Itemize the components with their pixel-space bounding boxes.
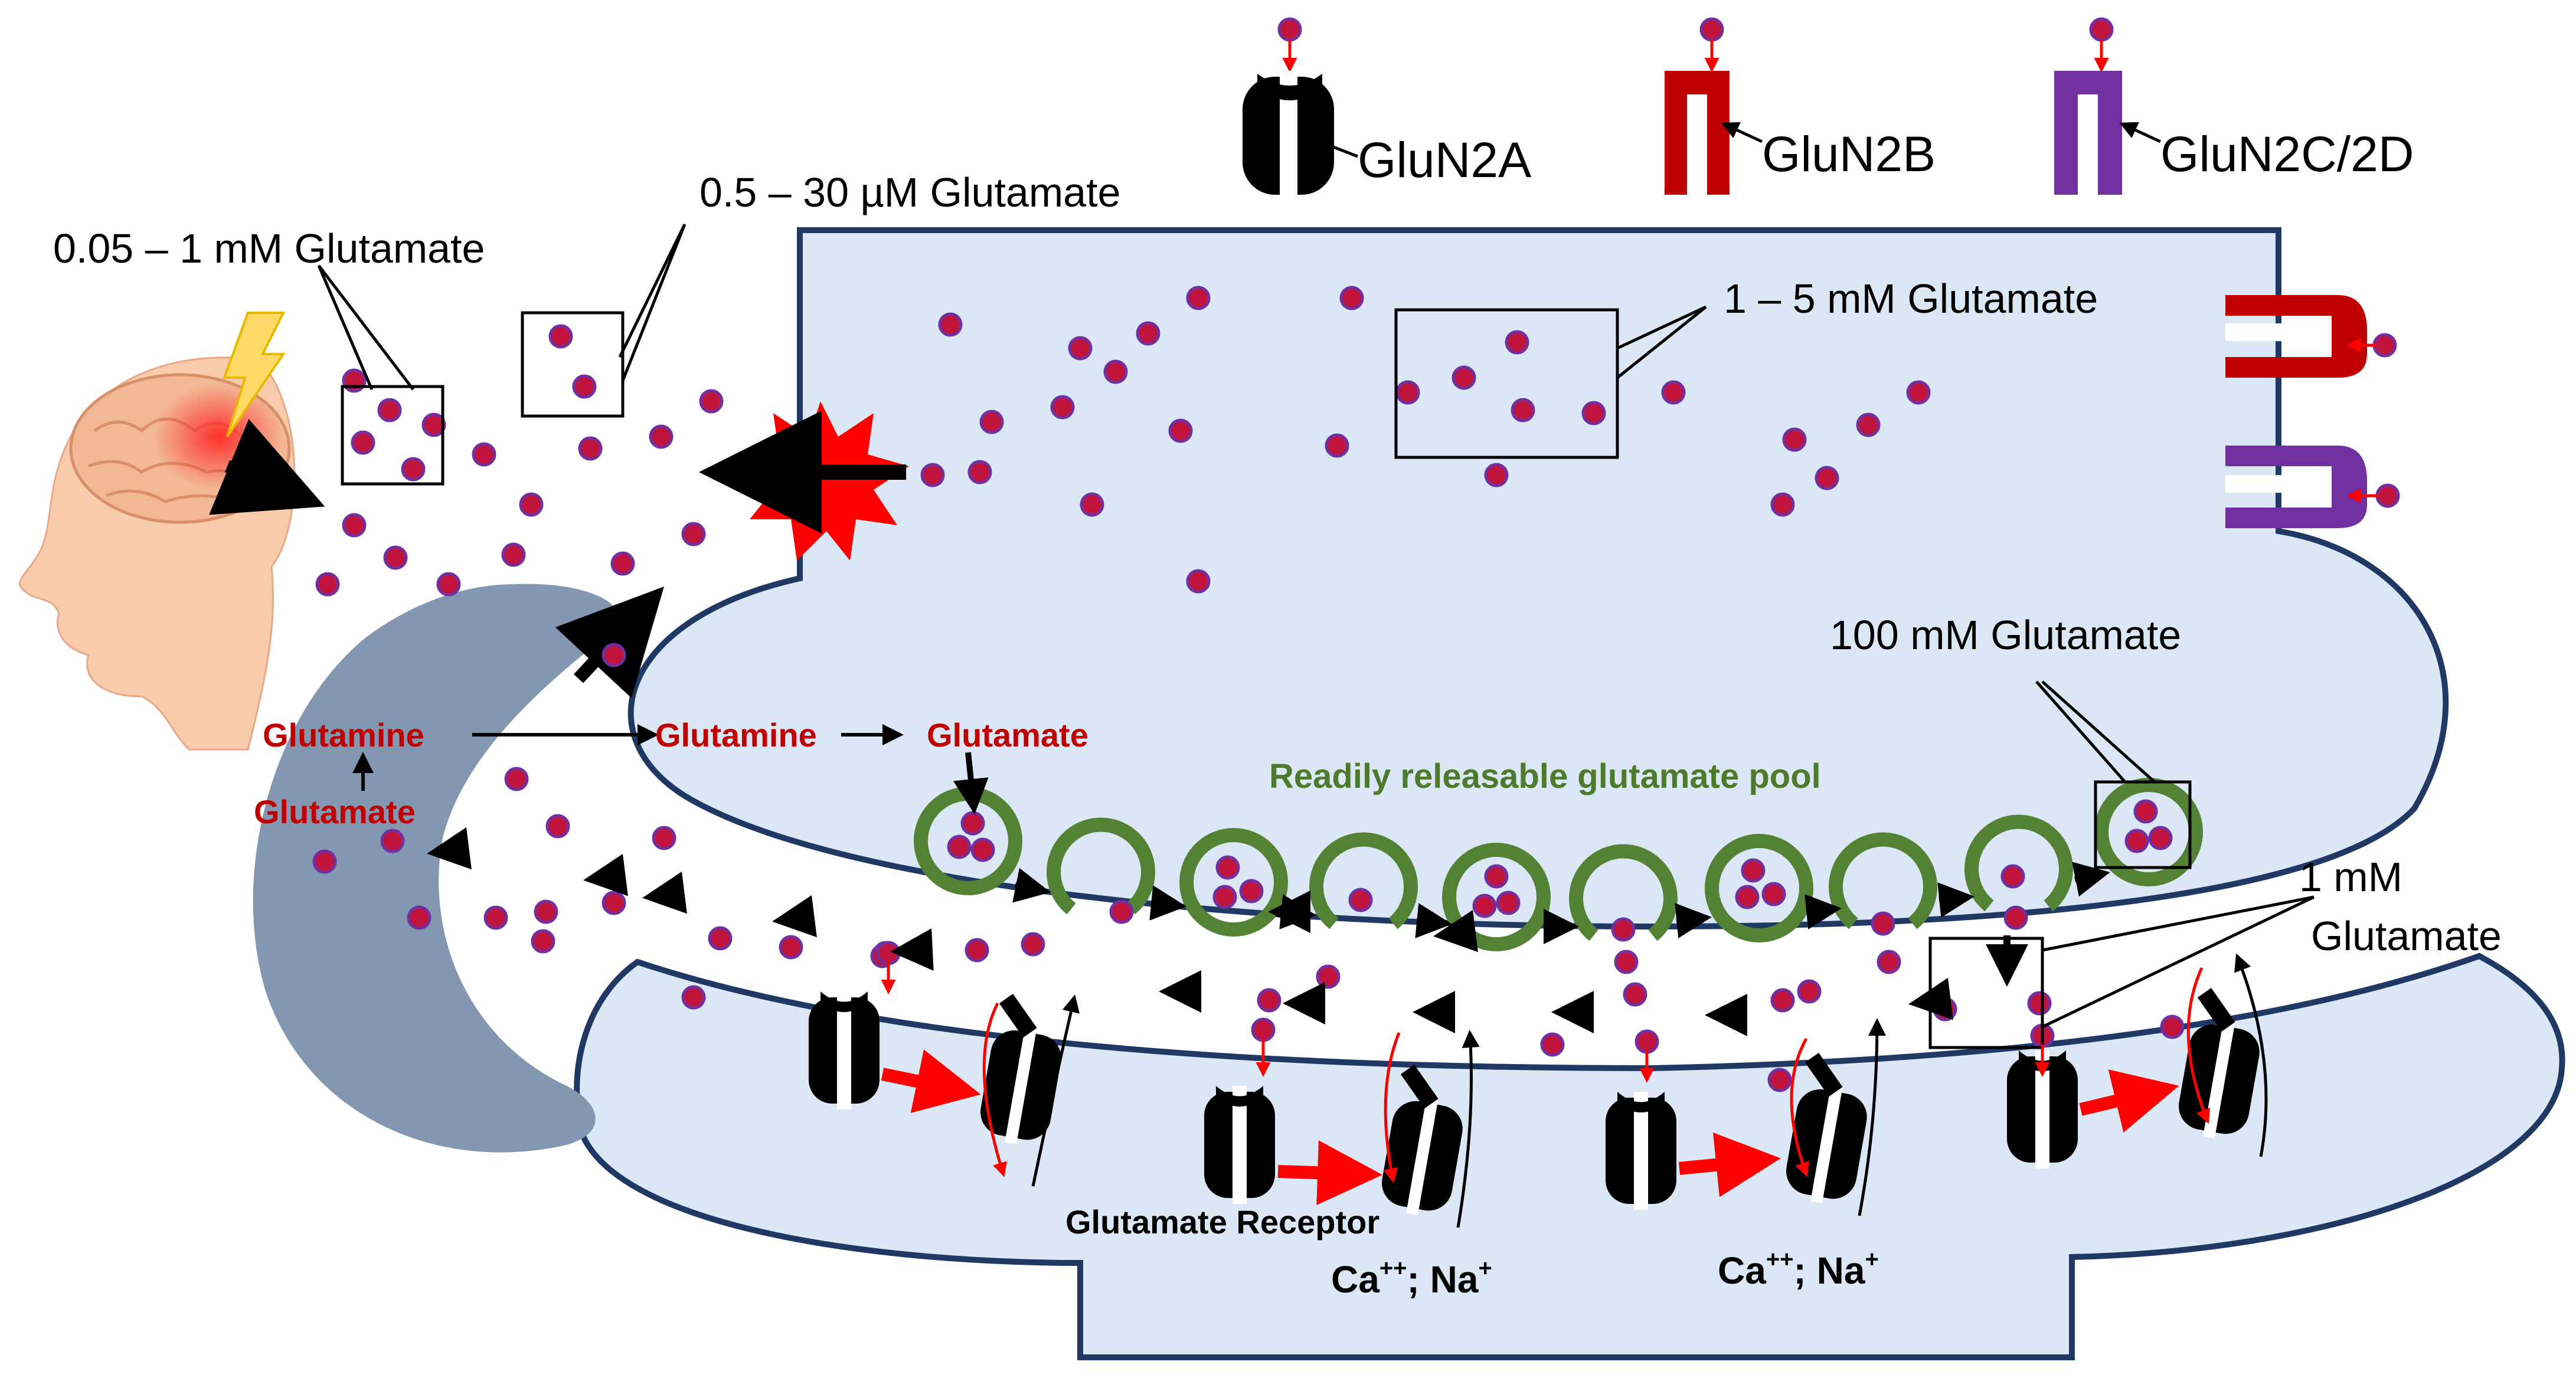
label-receptor: Glutamate Receptor [1065, 1203, 1379, 1240]
legend-label: GluN2A [1358, 132, 1531, 188]
ion-sep: ; Na [1407, 1258, 1479, 1301]
vesicle [1309, 832, 1418, 929]
legend-label: GluN2C/2D [2160, 126, 2414, 182]
label-cleft-2: Glutamate [2311, 913, 2502, 959]
ion-ca: Ca [1331, 1258, 1379, 1301]
receptor-closed [1606, 1092, 1676, 1210]
cycle-arrows [352, 724, 989, 814]
label-vesicle: 100 mM Glutamate [1830, 612, 2181, 658]
presynaptic-neuron [627, 227, 2449, 930]
glutamate-molecules [312, 17, 2400, 1092]
label-ions-1: Ca++; Na+ [1331, 1255, 1492, 1301]
ion-sup: ++ [1766, 1246, 1794, 1272]
ion-sup: + [1865, 1246, 1878, 1272]
legend-glun2cd: GluN2C/2D [2054, 40, 2414, 198]
glial-cell [253, 584, 620, 1153]
legend: GluN2A GluN2B GluN2C/2D [1243, 40, 2414, 201]
vesicle [1569, 844, 1678, 941]
receptor-open [1381, 1064, 1463, 1215]
ion-sup: ++ [1379, 1255, 1407, 1281]
vesicle [1442, 843, 1551, 951]
label-presyn: 1 – 5 mM Glutamate [1724, 276, 2098, 322]
lightning-icon [223, 312, 286, 438]
label-cleft-1: 1 mM [2299, 854, 2402, 900]
binding-arrows [881, 962, 2050, 1083]
label-glutamate-neuron: Glutamate [927, 716, 1088, 754]
vesicle [1829, 832, 1937, 929]
presynaptic-receptors [2225, 295, 2379, 528]
label-glutamine-neuron: Glutamine [655, 716, 817, 754]
legend-glun2b: GluN2B [1665, 40, 1936, 198]
glia-out-arrow [555, 586, 664, 698]
label-glutamate-glia: Glutamate [254, 793, 416, 830]
ion-flow [982, 953, 2268, 1228]
reuptake-arrows [427, 827, 1954, 1036]
callout-boxes [317, 223, 2315, 1049]
legend-glun2a: GluN2A [1243, 40, 1531, 201]
receptor-open [2178, 987, 2260, 1138]
vesicle [1047, 817, 1155, 915]
ion-ca: Ca [1718, 1249, 1766, 1292]
label-glutamine-glia: Glutamine [263, 716, 424, 754]
vesicle [1964, 814, 2073, 912]
brain-head-icon [19, 356, 296, 751]
vesicle [1705, 834, 1813, 942]
ion-sup: + [1478, 1255, 1492, 1281]
receptor-closed [1204, 1086, 1275, 1204]
activation-arrows [881, 1049, 2179, 1206]
label-ions-2: Ca++; Na+ [1718, 1246, 1879, 1292]
ion-sep: ; Na [1794, 1249, 1865, 1292]
vesicle [1179, 828, 1288, 937]
receptor-closed [809, 991, 880, 1109]
receptor-open [980, 993, 1061, 1144]
legend-label: GluN2B [1762, 126, 1936, 182]
vesicle [2094, 778, 2203, 886]
head-arrow [209, 418, 325, 515]
label-extra-mid: 0.5 – 30 µM Glutamate [699, 169, 1120, 215]
label-pool: Readily releasable glutamate pool [1269, 757, 1821, 796]
label-extra-high: 0.05 – 1 mM Glutamate [53, 225, 485, 271]
